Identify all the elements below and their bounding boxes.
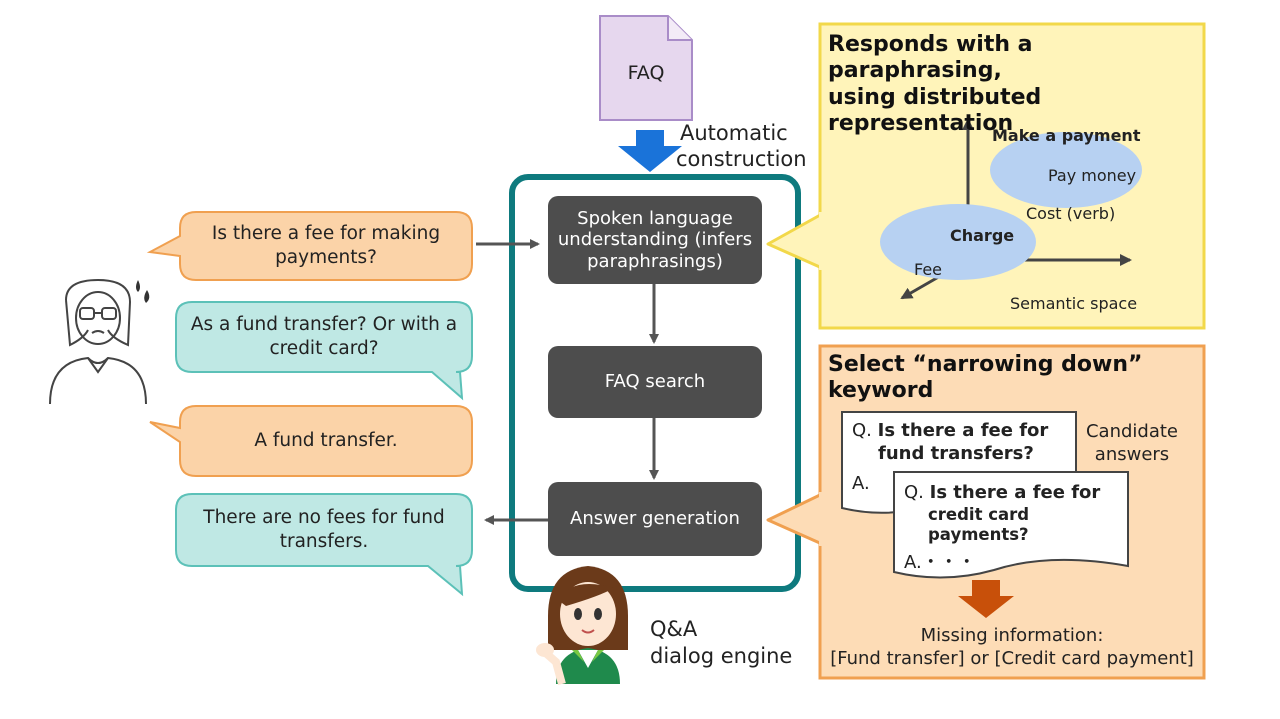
term-cost-verb: Cost (verb) bbox=[1026, 204, 1116, 223]
term-fee: Fee bbox=[914, 260, 943, 279]
engine-label: Q&A dialog engine bbox=[650, 617, 793, 669]
missing-information: Missing information: [Fund transfer] or … bbox=[830, 625, 1194, 670]
system-message-2: There are no fees for fund transfers. bbox=[203, 506, 445, 552]
candidate-card-2 bbox=[893, 471, 1129, 579]
step-faq-search: FAQ search bbox=[548, 346, 762, 418]
faq-label: FAQ bbox=[627, 62, 665, 84]
user-message-2: A fund transfer. bbox=[254, 429, 398, 451]
automatic-construction-label: Automatic construction bbox=[676, 121, 807, 172]
candidate-answers-label: Candidate answers bbox=[1085, 421, 1179, 466]
paraphrase-cluster-lower bbox=[880, 204, 1036, 280]
missing-info-arrow bbox=[958, 580, 1014, 618]
operator-icon bbox=[536, 566, 628, 686]
paraphrase-cluster-upper bbox=[990, 132, 1142, 208]
user-message-1: Is there a fee for making payments? bbox=[211, 222, 441, 268]
automatic-construction-arrow bbox=[618, 130, 682, 172]
semantic-space-label: Semantic space bbox=[1010, 294, 1138, 313]
narrowing-panel-title: Select “narrowing down” keyword bbox=[828, 352, 1143, 404]
system-bubble-2-shape bbox=[175, 493, 473, 597]
step-spoken-language-understanding: Spoken language understanding (infers pa… bbox=[548, 196, 762, 284]
term-pay-money: Pay money bbox=[1048, 166, 1137, 185]
system-message-1: As a fund transfer? Or with a credit car… bbox=[190, 313, 458, 359]
candidate-card-2-text: Q. Is there a fee for credit card paymen… bbox=[904, 482, 1101, 573]
user-bubble-2-shape bbox=[149, 405, 473, 477]
term-charge: Charge bbox=[950, 226, 1015, 245]
candidate-card-1-text: Q. Is there a fee for fund transfers? A. bbox=[852, 420, 1049, 494]
system-bubble-1-shape bbox=[175, 301, 473, 401]
step-answer-generation: Answer generation bbox=[548, 482, 762, 556]
engine-frame bbox=[509, 174, 801, 592]
paraphrase-panel-title: Responds with a paraphrasing, using dist… bbox=[828, 32, 1042, 137]
worried-user-icon bbox=[49, 278, 147, 405]
user-bubble-1-shape bbox=[146, 211, 473, 281]
faq-document-icon bbox=[599, 15, 693, 121]
term-make-a-payment: Make a payment bbox=[992, 126, 1141, 145]
